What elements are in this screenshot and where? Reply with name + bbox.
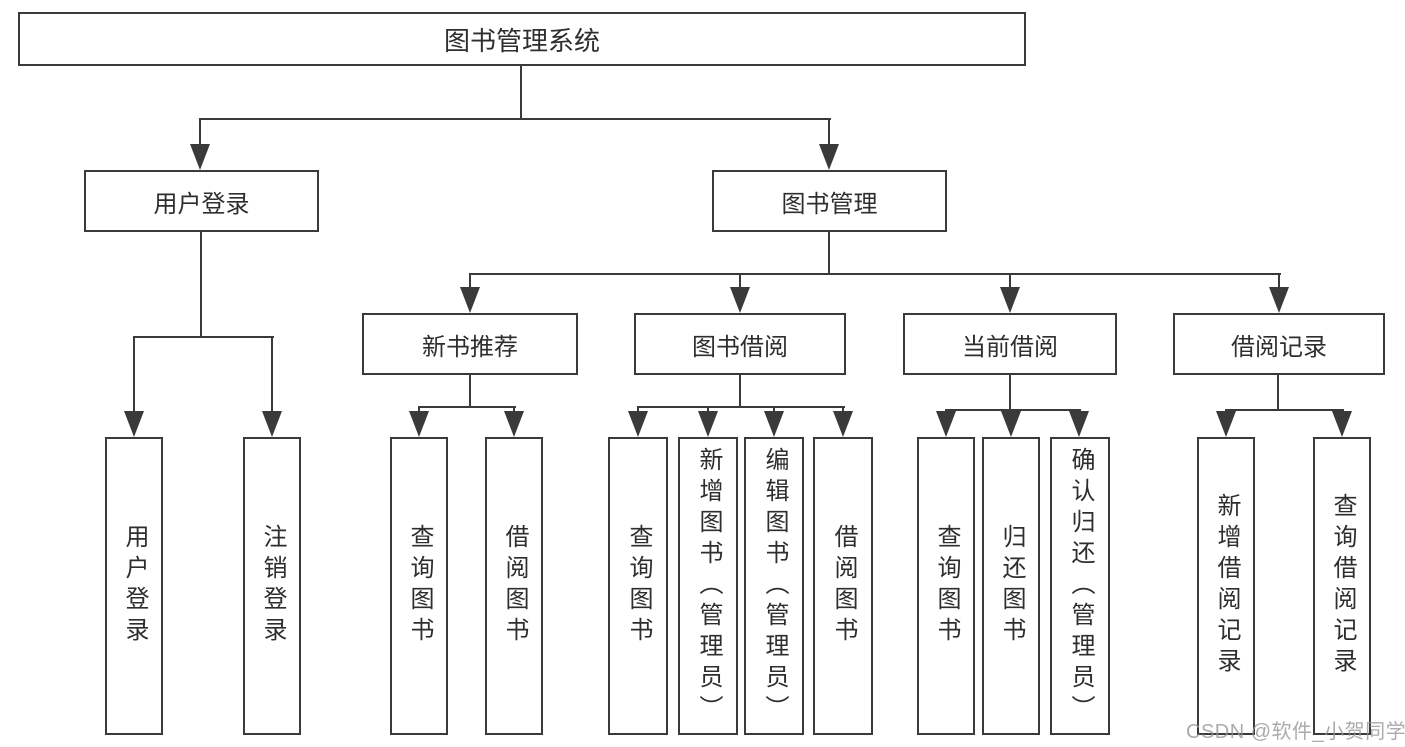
- connector-line: [199, 118, 201, 148]
- connector-line: [469, 273, 1281, 275]
- connector-line: [513, 406, 515, 415]
- connector-line: [1009, 273, 1011, 291]
- arrow-down-icon: [1216, 411, 1236, 437]
- node-borrowing-records: 借阅记录: [1173, 313, 1385, 375]
- node-label: 用户登录: [121, 524, 148, 648]
- node-label: 查询图书: [933, 524, 960, 648]
- arrow-down-icon: [730, 287, 750, 313]
- connector-line: [828, 118, 830, 148]
- leaf-current-return-books: 归还图书: [982, 437, 1040, 735]
- arrow-down-icon: [460, 287, 480, 313]
- connector-line: [133, 336, 135, 416]
- connector-line: [469, 273, 471, 291]
- connector-line: [637, 406, 639, 415]
- leaf-user-login: 用户登录: [105, 437, 163, 735]
- arrow-down-icon: [698, 411, 718, 437]
- node-label: 查询图书: [406, 524, 433, 648]
- arrow-down-icon: [124, 411, 144, 437]
- arrow-down-icon: [628, 411, 648, 437]
- node-label: 确认归还（管理员）: [1067, 446, 1094, 726]
- connector-line: [418, 406, 420, 415]
- connector-line: [739, 375, 741, 408]
- leaf-recommend-borrow-books: 借阅图书: [485, 437, 543, 735]
- node-label: 图书管理: [781, 190, 878, 218]
- connector-line: [842, 406, 844, 415]
- arrow-down-icon: [833, 411, 853, 437]
- connector-line: [739, 273, 741, 291]
- arrow-down-icon: [936, 411, 956, 437]
- connector-line: [520, 66, 522, 120]
- node-label: 归还图书: [998, 524, 1025, 648]
- watermark: CSDN @软件_小贺同学: [1186, 721, 1405, 743]
- arrow-down-icon: [190, 144, 210, 170]
- node-user-login: 用户登录: [84, 170, 319, 232]
- node-new-book-recommend: 新书推荐: [362, 313, 578, 375]
- node-label: 图书管理系统: [443, 25, 600, 56]
- leaf-borrowing-query-books: 查询图书: [608, 437, 668, 735]
- connector-line: [200, 232, 202, 338]
- connector-line: [1278, 273, 1280, 291]
- node-current-borrowing: 当前借阅: [903, 313, 1117, 375]
- arrow-down-icon: [262, 411, 282, 437]
- connector-line: [773, 406, 775, 415]
- arrow-down-icon: [764, 411, 784, 437]
- leaf-records-query-record: 查询借阅记录: [1313, 437, 1371, 735]
- node-label: 注销登录: [259, 524, 286, 648]
- node-label: 编辑图书（管理员）: [761, 446, 788, 726]
- node-book-borrowing: 图书借阅: [634, 313, 846, 375]
- connector-line: [1277, 375, 1279, 411]
- connector-line: [469, 375, 471, 408]
- connector-line: [637, 406, 845, 408]
- connector-line: [1009, 375, 1011, 411]
- connector-line: [828, 232, 830, 275]
- leaf-borrowing-borrow-books: 借阅图书: [813, 437, 873, 735]
- node-book-management: 图书管理: [712, 170, 947, 232]
- node-label: 借阅记录: [1231, 333, 1327, 361]
- arrow-down-icon: [1001, 411, 1021, 437]
- node-label: 借阅图书: [501, 524, 528, 648]
- node-label: 借阅图书: [830, 524, 857, 648]
- arrow-down-icon: [1269, 287, 1289, 313]
- node-label: 新增图书（管理员）: [695, 446, 722, 726]
- arrow-down-icon: [1000, 287, 1020, 313]
- leaf-borrowing-edit-books-admin: 编辑图书（管理员）: [744, 437, 804, 735]
- node-label: 当前借阅: [962, 333, 1058, 361]
- node-label: 图书借阅: [692, 333, 788, 361]
- arrow-down-icon: [819, 144, 839, 170]
- node-label: 新书推荐: [422, 333, 518, 361]
- leaf-records-add-record: 新增借阅记录: [1197, 437, 1255, 735]
- leaf-current-confirm-return-admin: 确认归还（管理员）: [1050, 437, 1110, 735]
- connector-line: [707, 406, 709, 415]
- node-label: 新增借阅记录: [1213, 493, 1240, 679]
- leaf-borrowing-add-books-admin: 新增图书（管理员）: [678, 437, 738, 735]
- node-label: 用户登录: [153, 190, 250, 218]
- connector-line: [133, 336, 274, 338]
- connector-line: [1225, 409, 1344, 411]
- node-label: 查询借阅记录: [1329, 493, 1356, 679]
- arrow-down-icon: [1069, 411, 1089, 437]
- connector-line: [945, 409, 1081, 411]
- leaf-current-query-books: 查询图书: [917, 437, 975, 735]
- leaf-recommend-query-books: 查询图书: [390, 437, 448, 735]
- connector-line: [271, 336, 273, 416]
- node-root-library-system: 图书管理系统: [18, 12, 1026, 66]
- arrow-down-icon: [1332, 411, 1352, 437]
- arrow-down-icon: [409, 411, 429, 437]
- node-label: 查询图书: [625, 524, 652, 648]
- leaf-logout: 注销登录: [243, 437, 301, 735]
- connector-line: [199, 118, 831, 120]
- connector-line: [418, 406, 516, 408]
- arrow-down-icon: [504, 411, 524, 437]
